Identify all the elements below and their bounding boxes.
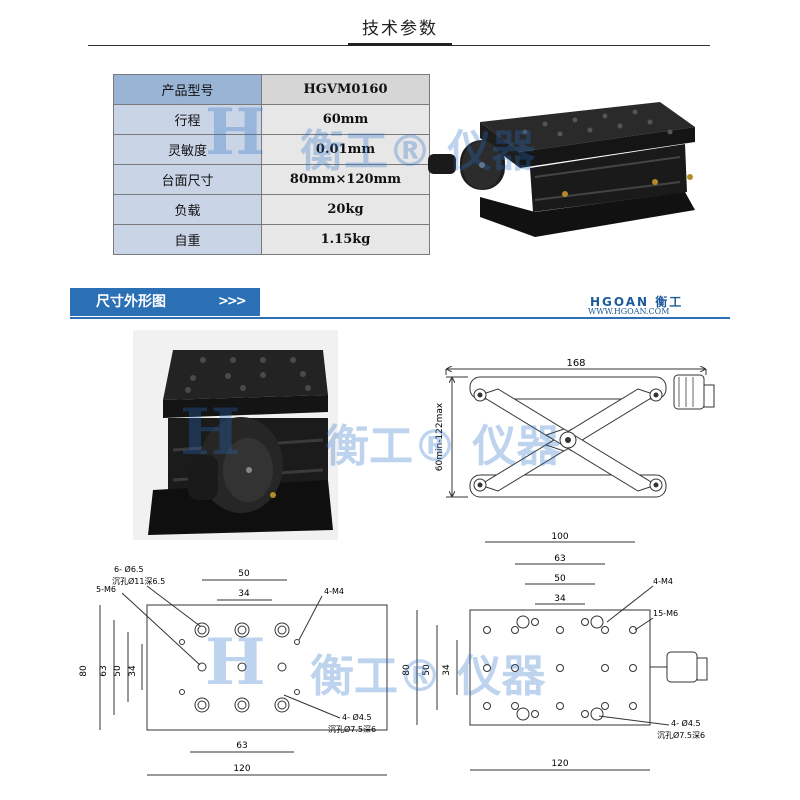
side-view-drawing: 168 60min-122max: [435, 358, 715, 498]
label-4m4: 4-M4: [324, 587, 344, 596]
top-view-drawing-right: 100 63 50 34 120 80 50 34 4-M4 15-M6 4- …: [402, 532, 708, 771]
watermark-text: 衡工® 仪器: [300, 126, 536, 177]
title-divider-accent: [348, 43, 452, 46]
dim-34-v: 34: [442, 664, 452, 676]
spec-row: 自重 1.15kg: [113, 224, 430, 255]
label-counterbore-75: 沉孔Ø7.5深6: [328, 724, 376, 734]
spec-table: 产品型号 HGVM0160 行程 60mm 灵敏度 0.01mm 台面尺寸 80…: [113, 74, 430, 255]
spec-value: 60mm: [261, 104, 430, 135]
spec-label: 负载: [113, 194, 262, 225]
product-photo-top: [428, 102, 695, 237]
dim-168: 168: [566, 358, 585, 369]
dim-34: 34: [554, 594, 566, 604]
label-counterbore-75: 沉孔Ø7.5深6: [657, 730, 705, 740]
dim-100: 100: [551, 532, 568, 542]
label-4m4: 4-M4: [653, 577, 673, 586]
dim-34: 34: [238, 589, 250, 599]
label-6-holes: 6- Ø6.5: [114, 564, 144, 574]
dim-50-v: 50: [113, 665, 123, 677]
dim-50-v: 50: [422, 664, 432, 676]
spec-row: 负载 20kg: [113, 194, 430, 225]
watermark-text: 衡工® 仪器: [325, 421, 561, 472]
dim-50: 50: [238, 569, 250, 579]
spec-label: 行程: [113, 104, 262, 135]
section-banner-line: [70, 317, 730, 319]
watermark-logo: H: [180, 395, 241, 470]
watermark-text: 衡工® 仪器: [310, 651, 546, 702]
spec-row: 行程 60mm: [113, 104, 430, 135]
top-view-drawing-left: 80 63 50 34 50 34 63 120 6- Ø6.5 沉孔Ø11深6…: [79, 564, 388, 776]
spec-label: 台面尺寸: [113, 164, 262, 195]
label-15m6: 15-M6: [653, 609, 678, 618]
dim-34-v: 34: [128, 665, 138, 677]
dim-63-bottom: 63: [236, 741, 247, 751]
dim-120: 120: [233, 764, 250, 774]
spec-row: 产品型号 HGVM0160: [113, 74, 430, 105]
dim-63: 63: [554, 554, 565, 564]
spec-value: HGVM0160: [261, 74, 430, 105]
section-arrows: >>>: [218, 294, 247, 309]
spec-row: 灵敏度 0.01mm: [113, 134, 430, 165]
watermark-logo: H: [205, 95, 266, 170]
spec-label: 自重: [113, 224, 262, 255]
dim-height: 60min-122max: [435, 402, 445, 471]
section-header: 尺寸外形图 >>>: [70, 288, 260, 316]
dim-63-v: 63: [99, 665, 109, 676]
dim-120: 120: [551, 759, 568, 769]
spec-label: 灵敏度: [113, 134, 262, 165]
spec-value: 20kg: [261, 194, 430, 225]
spec-value: 1.15kg: [261, 224, 430, 255]
label-4-holes: 4- Ø4.5: [671, 718, 701, 728]
spec-value: 0.01mm: [261, 134, 430, 165]
label-4-holes: 4- Ø4.5: [342, 712, 372, 722]
dim-80: 80: [79, 665, 89, 677]
label-counterbore-11: 沉孔Ø11深6.5: [112, 576, 165, 586]
brand-logo: HGOAN 衡工: [590, 295, 684, 309]
watermark-logo: H: [205, 625, 266, 700]
brand-url: WWW.HGOAN.COM: [588, 307, 670, 316]
product-photo-front: [133, 330, 338, 540]
spec-row: 台面尺寸 80mm×120mm: [113, 164, 430, 195]
spec-value: 80mm×120mm: [261, 164, 430, 195]
dim-50: 50: [554, 574, 566, 584]
label-5m6: 5-M6: [96, 585, 116, 594]
section-title: 尺寸外形图: [96, 294, 166, 310]
spec-label: 产品型号: [113, 74, 262, 105]
page-title: 技术参数: [362, 19, 438, 39]
dim-80: 80: [402, 664, 412, 676]
